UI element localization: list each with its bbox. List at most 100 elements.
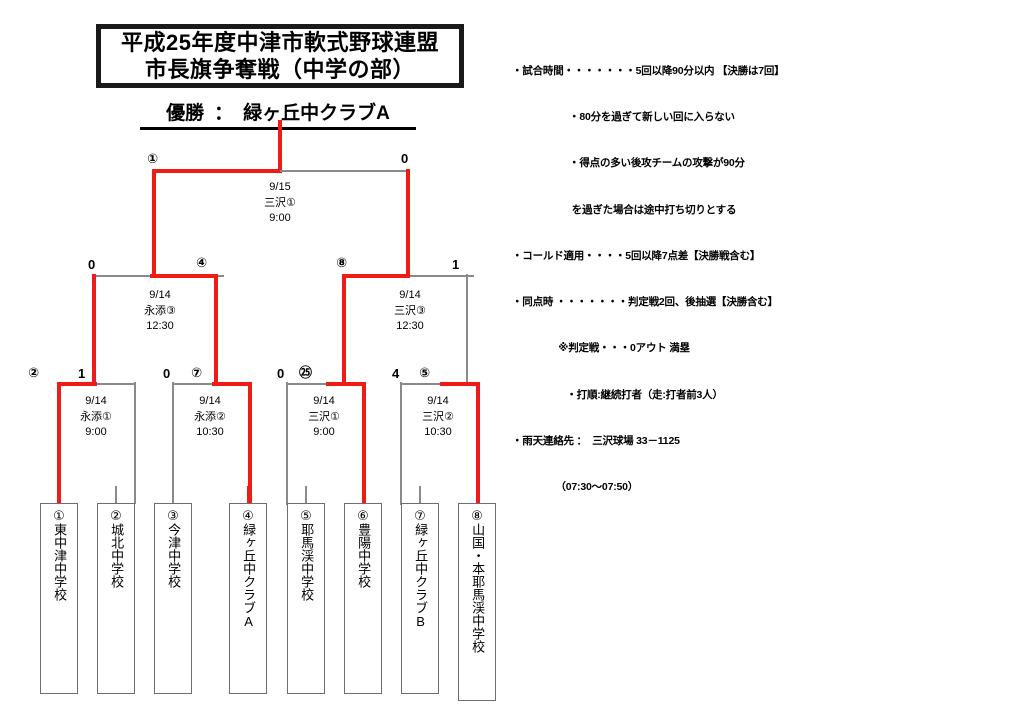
qf3-right-score: ㉕: [299, 365, 313, 380]
qf3-left-score: 0: [277, 366, 285, 381]
team-3-seed: ③: [167, 508, 179, 523]
team-8-stem: [476, 486, 480, 504]
qf1-time: 9:00: [85, 426, 107, 439]
champion-separator: ：: [214, 103, 234, 124]
team-box-5[interactable]: ⑤ 耶馬渓中学校: [287, 503, 325, 694]
sf2-left-score: ⑧: [336, 255, 348, 270]
qf2-left-vertical: [172, 382, 174, 504]
qf1-horizontal: [58, 383, 136, 385]
qf2-venue: 永添②: [194, 410, 226, 423]
qf1-date: 9/14: [85, 395, 107, 407]
rule-line-6: ・同点時 ・・・・・・・判定戦2回、後抽選【決勝含む】: [512, 296, 778, 309]
qf4-right-vertical: [476, 382, 480, 504]
team-1-name: 東中津中学校: [52, 523, 68, 602]
final-date: 9/15: [269, 181, 291, 193]
qf1-left-vertical: [57, 382, 61, 504]
qf4-match-info: 9/14 三沢② 10:30: [398, 394, 478, 441]
team-8-name: 山国・本耶馬渓中学校: [470, 523, 486, 654]
final-time: 9:00: [269, 212, 291, 225]
qf4-date: 9/14: [427, 395, 449, 407]
rule-line-5: ・コールド適用・・・・5回以降7点差【決勝戦含む】: [512, 249, 761, 262]
qf3-horizontal: [286, 383, 364, 385]
team-box-1[interactable]: ① 東中津中学校: [40, 503, 78, 694]
team-box-2[interactable]: ② 城北中学校: [97, 503, 135, 694]
team-1-stem: [57, 486, 61, 504]
qf2-right-horizontal: [212, 382, 252, 386]
team-box-8[interactable]: ⑧ 山国・本耶馬渓中学校: [458, 503, 496, 701]
qf1-right-score: 1: [78, 366, 86, 381]
qf1-match-info: 9/14 永添① 9:00: [56, 394, 136, 441]
team-2-seed: ②: [110, 508, 122, 523]
team-2-name: 城北中学校: [109, 523, 125, 589]
team-4-name: 緑ヶ丘中クラブA: [241, 523, 257, 630]
team-3-stem: [172, 486, 174, 504]
final-left-horizontal: [152, 169, 282, 173]
qf2-match-info: 9/14 永添② 10:30: [170, 394, 250, 441]
qf4-venue: 三沢②: [422, 410, 454, 423]
sf1-venue: 永添③: [144, 304, 176, 317]
title-line-2: 市長旗争奪戦（中学の部）: [144, 57, 415, 82]
qf3-date: 9/14: [313, 395, 335, 407]
qf1-left-score: ②: [28, 365, 40, 380]
team-6-name: 豊陽中学校: [356, 523, 372, 589]
sf2-match-info: 9/14 三沢③ 12:30: [360, 288, 460, 335]
rule-line-9: ・雨天連絡先 ： 三沢球場 33－1125: [512, 434, 680, 447]
champion-team-name: 緑ヶ丘中クラブA: [243, 103, 390, 124]
sf1-left-vertical: [92, 274, 96, 382]
sf2-time: 12:30: [396, 320, 424, 333]
qf3-match-info: 9/14 三沢① 9:00: [284, 394, 364, 441]
qf2-right-score: ⑦: [191, 365, 203, 380]
qf3-venue: 三沢①: [308, 410, 340, 423]
rule-line-10: （07:30～07:50）: [512, 481, 639, 494]
qf4-right-horizontal: [440, 382, 480, 386]
sf1-right-score: ④: [196, 255, 208, 270]
qf3-left-vertical: [286, 382, 288, 504]
team-5-name: 耶馬渓中学校: [299, 523, 315, 602]
team-box-3[interactable]: ③ 今津中学校: [154, 503, 192, 694]
qf1-venue: 永添①: [80, 410, 112, 423]
qf1-right-vertical: [134, 382, 136, 504]
sf2-venue: 三沢③: [394, 304, 426, 317]
team-3-name: 今津中学校: [166, 523, 182, 589]
sf2-right-vertical: [466, 274, 468, 382]
sf2-date: 9/14: [399, 289, 421, 301]
sf1-right-vertical: [214, 274, 218, 382]
final-right-score: 0: [401, 151, 409, 166]
tournament-rules-panel: ・試合時間・・・・・・・5回以降90分以内 【決勝は7回】 ・80分を過ぎて新し…: [512, 33, 842, 511]
qf3-right-horizontal: [326, 382, 366, 386]
sf1-date: 9/14: [149, 289, 171, 301]
final-match-info: 9/15 三沢① 9:00: [230, 180, 330, 227]
team-6-seed: ⑥: [357, 508, 369, 523]
team-7-name: 緑ヶ丘中クラブB: [413, 523, 429, 630]
qf3-time: 9:00: [313, 426, 335, 439]
final-venue: 三沢①: [264, 196, 296, 209]
title-line-1: 平成25年度中津市軟式野球連盟: [121, 29, 439, 55]
qf4-left-score: 4: [392, 366, 400, 381]
qf4-left-vertical: [400, 382, 402, 504]
qf3-right-vertical: [362, 382, 366, 504]
rule-line-1: ・試合時間・・・・・・・5回以降90分以内 【決勝は7回】: [512, 64, 785, 77]
team-box-7[interactable]: ⑦ 緑ヶ丘中クラブB: [401, 503, 439, 694]
qf4-time: 10:30: [424, 426, 452, 439]
qf2-date: 9/14: [199, 395, 221, 407]
sf2-left-vertical: [342, 274, 346, 382]
final-right-horizontal: [280, 170, 408, 172]
qf1-right-leg-extension: [115, 490, 117, 504]
team-box-6[interactable]: ⑥ 豊陽中学校: [344, 503, 382, 694]
tournament-title-block: 平成25年度中津市軟式野球連盟 市長旗争奪戦（中学の部）: [96, 24, 464, 88]
team-6-stem: [362, 486, 366, 504]
team-4-stem: [247, 486, 251, 504]
sf1-time: 12:30: [146, 320, 174, 333]
final-left-vertical: [152, 169, 156, 274]
final-right-vertical: [406, 169, 410, 274]
team-7-seed: ⑦: [414, 508, 426, 523]
team-box-4[interactable]: ④ 緑ヶ丘中クラブA: [229, 503, 267, 694]
qf2-left-score: 0: [163, 366, 171, 381]
champion-stem-line: [278, 120, 282, 173]
qf2-time: 10:30: [196, 426, 224, 439]
rule-line-4: を過ぎた場合は途中打ち切りとする: [512, 203, 737, 216]
team-7-stem: [419, 486, 421, 504]
qf1-left-horizontal: [57, 382, 97, 386]
qf2-right-vertical: [248, 382, 252, 504]
team-8-seed: ⑧: [471, 508, 483, 523]
